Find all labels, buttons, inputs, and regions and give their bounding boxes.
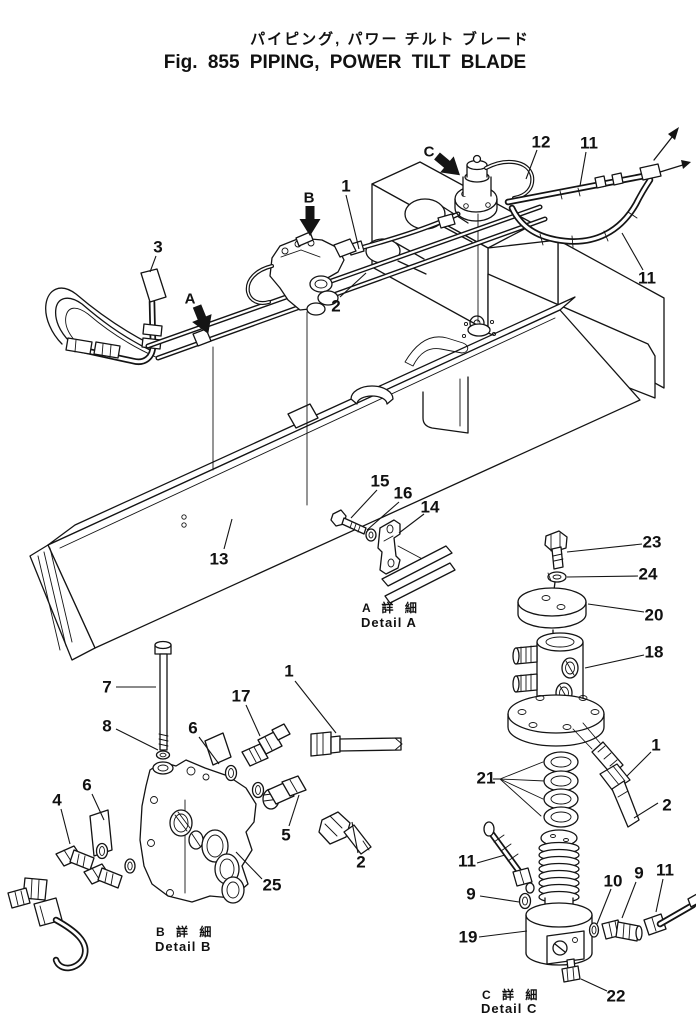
callout-leader-line [655,878,664,913]
callout-6-detail-b: 6 [188,719,197,738]
callout-20-detail-c: 20 [645,606,664,625]
callout-leader-line [198,736,220,765]
callout-leader-line [60,808,71,845]
callout-leader-line [584,654,645,669]
callout-2-detail-c: 2 [662,796,671,815]
callout-leader-line [580,978,608,992]
callout-leader-line [288,794,300,827]
callout-19-detail-c: 19 [459,928,478,947]
callout-25-detail-b: 25 [263,876,282,895]
callout-leader-line [633,802,659,819]
detail-c-drawing: C 詳 細 Detail C [481,530,696,1016]
callout-16-detail-a: 16 [394,484,413,503]
callout-11-detail-c: 11 [458,852,476,871]
callout-24-detail-c: 24 [639,565,658,584]
callout-leader-line [478,930,528,938]
view-arrow-A [192,304,212,334]
detail-c-label-en: Detail C [481,1001,537,1016]
callout-2-main: 2 [331,297,340,316]
callout-leader-line [350,489,378,519]
callout-1-detail-c: 1 [651,736,660,755]
callout-leader-line [621,232,644,271]
callout-leader-line [149,255,157,273]
detail-b-label-en: Detail B [155,939,211,954]
callout-9-detail-c: 9 [634,864,643,883]
callout-15-detail-a: 15 [371,472,390,491]
callout-1-main: 1 [341,177,350,196]
callout-22-detail-c: 22 [607,987,626,1006]
callout-leader-line [479,895,520,903]
detail-a-label-ja: A 詳 細 [362,600,421,615]
callout-leader-line [525,149,538,180]
callout-4-detail-b: 4 [52,791,62,810]
callout-14-detail-a: 14 [421,498,440,517]
figure-title-japanese: パイピング, パワー チルト ブレード [250,30,530,48]
callout-2-detail-b: 2 [356,853,365,872]
callout-13-main: 13 [210,550,229,569]
callout-leader-line [621,881,637,919]
callout-7-detail-b: 7 [102,678,111,697]
callout-21-detail-c: 21 [477,769,496,788]
detail-a-label-en: Detail A [361,615,417,630]
callout-leader-line [115,728,159,751]
callout-10-detail-c: 10 [604,872,623,891]
view-letter-B: B [304,190,315,207]
callout-23-detail-c: 23 [643,533,662,552]
view-letter-C: C [424,144,435,161]
callout-17-detail-b: 17 [232,687,251,706]
callout-leader-line [476,854,506,864]
callout-leader-line [245,704,261,737]
detail-b-drawing: B 詳 細 Detail B [7,640,403,972]
figure-title: パイピング, パワー チルト ブレード Fig. 855 PIPING, POW… [164,30,530,73]
main-assembly-drawing [29,127,691,661]
callout-6-detail-b: 6 [82,776,91,795]
callout-5-detail-b: 5 [281,826,290,845]
callout-11-main: 11 [580,134,598,153]
callout-leader-line [579,151,587,187]
callout-leader-line [91,793,105,821]
view-arrow-C [434,152,460,176]
callout-11-main: 11 [638,269,656,288]
callout-leader-line [566,543,643,553]
callout-leader-line [294,680,337,734]
figure-title-english: Fig. 855 PIPING, POWER TILT BLADE [164,52,526,73]
callout-1-detail-b: 1 [284,662,293,681]
view-arrow-B [299,206,321,236]
callout-18-detail-c: 18 [645,643,664,662]
callout-leader-line [223,518,233,550]
detail-b-label-ja: B 詳 細 [156,924,215,939]
callout-leader-line [566,575,639,578]
callout-leader-line [339,272,367,298]
callout-leader-line [345,194,360,250]
detail-a-drawing: A 詳 細 Detail A [330,509,456,630]
callout-9-detail-c: 9 [466,885,475,904]
callout-8-detail-b: 8 [102,717,111,736]
callout-3-main: 3 [153,238,162,257]
callout-leader-line [398,513,425,534]
callout-leader-line [366,501,400,531]
detail-c-label-ja: C 詳 細 [482,987,541,1002]
callout-leader-line [587,603,645,613]
callout-12-main: 12 [532,133,551,152]
callout-leader-line [351,821,359,854]
callout-leader-line [235,851,263,880]
view-marker-layer: A B C [185,144,460,334]
callout-11-detail-c: 11 [656,861,674,880]
view-letter-A: A [185,291,196,308]
callout-leader-line [626,751,652,777]
callout-leader-line [596,888,612,925]
